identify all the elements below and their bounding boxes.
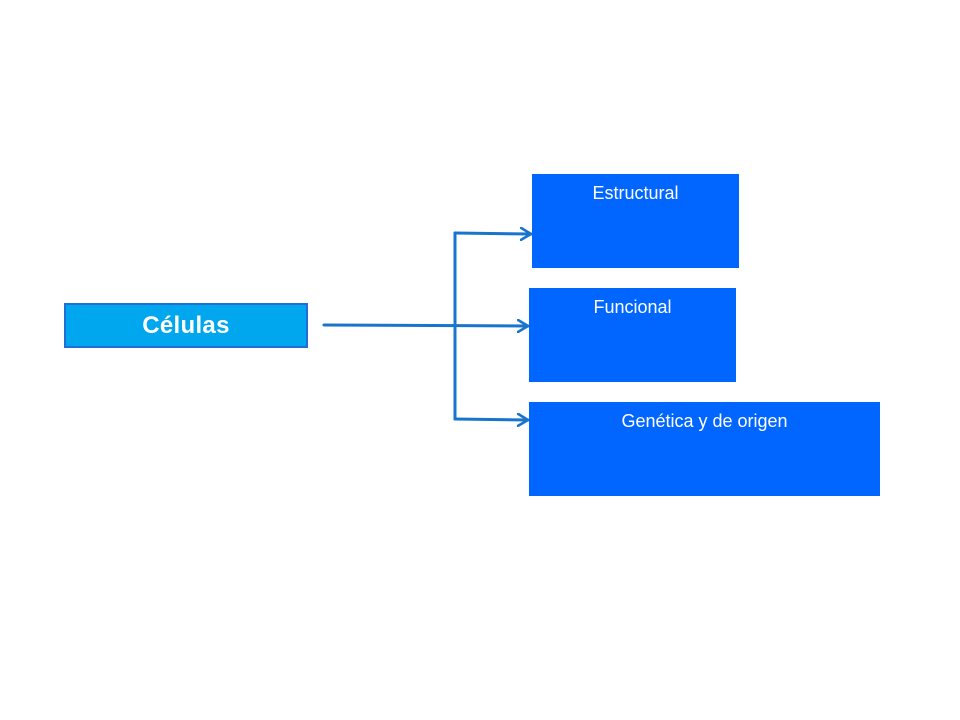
child-node-label-funcional: Funcional: [593, 297, 672, 317]
connector-branch-genetica: [453, 419, 530, 420]
child-node-funcional: Funcional: [529, 288, 736, 382]
child-node-label-estructural: Estructural: [592, 183, 679, 203]
child-node-label-genetica: Genética y de origen: [621, 411, 788, 431]
connector-branch-estructural: [453, 233, 533, 234]
root-node-label: Células: [142, 311, 230, 339]
child-node-genetica: Genética y de origen: [529, 402, 880, 496]
child-node-estructural: Estructural: [532, 174, 739, 268]
root-node-celulas: Células: [64, 303, 308, 348]
connector-main-line: [322, 325, 530, 326]
